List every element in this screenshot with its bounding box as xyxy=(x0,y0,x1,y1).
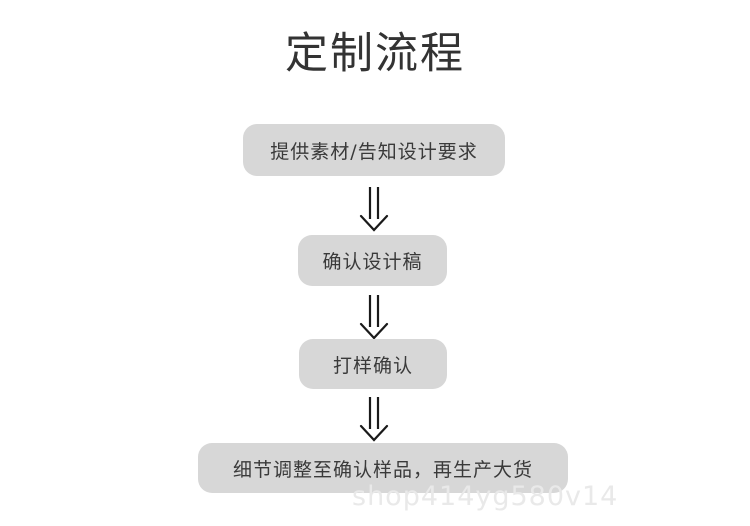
flow-step-3: 打样确认 xyxy=(299,339,447,389)
flow-step-2: 确认设计稿 xyxy=(298,235,447,286)
page-title: 定制流程 xyxy=(285,29,465,79)
flow-step-1-label: 提供素材/告知设计要求 xyxy=(270,140,478,163)
flow-step-1: 提供素材/告知设计要求 xyxy=(243,124,505,176)
flow-step-4: 细节调整至确认样品，再生产大货 xyxy=(198,443,568,493)
flow-step-2-label: 确认设计稿 xyxy=(322,251,423,273)
flow-step-4-label: 细节调整至确认样品，再生产大货 xyxy=(232,458,533,481)
double-line-down-arrow-icon xyxy=(357,186,391,232)
flow-step-3-label: 打样确认 xyxy=(332,354,413,377)
double-line-down-arrow-icon xyxy=(357,396,391,442)
double-line-down-arrow-icon xyxy=(357,294,391,340)
